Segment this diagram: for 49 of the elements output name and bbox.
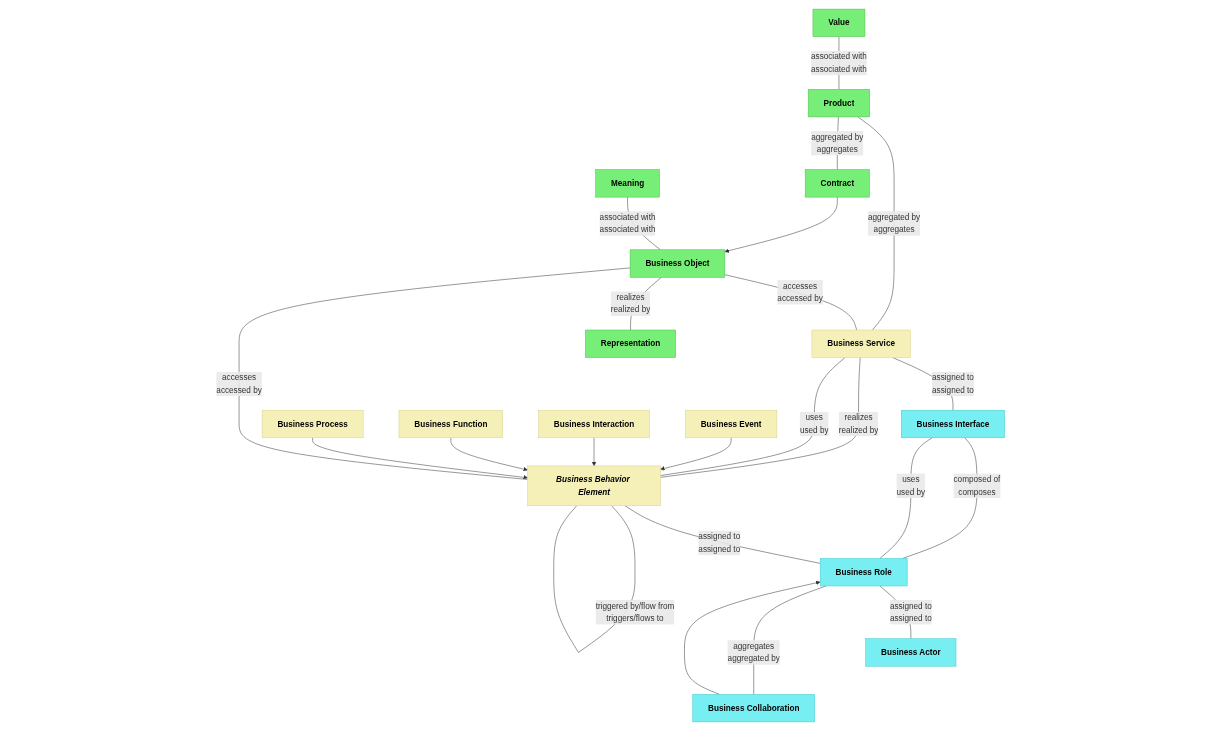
- edge-label: associated with: [599, 212, 656, 222]
- edge-label: assigned to: [889, 613, 932, 623]
- edge-label: realized by: [838, 425, 879, 435]
- edge-label: accesses: [783, 281, 818, 291]
- edge-label: used by: [896, 487, 926, 497]
- edge-label: associated with: [810, 52, 867, 61]
- edge-label: triggers/flows to: [606, 613, 664, 623]
- node-box: Product: [807, 89, 870, 118]
- edge-label: composed of: [953, 475, 1001, 484]
- node-box: Contract: [804, 169, 870, 198]
- edge-label: realizes: [844, 413, 873, 422]
- edge-label: aggregated by: [811, 132, 864, 142]
- edge-label: associated with: [810, 64, 867, 74]
- node-box: Business Function: [398, 409, 503, 439]
- node-box: Business Event: [685, 409, 778, 439]
- edge-label: aggregates: [733, 641, 775, 651]
- node-box: Representation: [585, 329, 676, 358]
- node-box: Business Process: [261, 409, 364, 439]
- edge-label: aggregated by: [867, 212, 921, 222]
- edge-label: used by: [799, 425, 829, 435]
- node-box: Business Object: [629, 249, 726, 278]
- edge-label: accessed by: [216, 385, 262, 395]
- node-box: Business Service: [811, 329, 911, 358]
- edge-label: accesses: [222, 373, 257, 382]
- edge-label: assigned to: [889, 601, 932, 611]
- node-box: Business Role: [819, 558, 908, 587]
- edge-label: assigned to: [932, 385, 974, 395]
- node-box: Business Actor: [865, 638, 957, 667]
- node-box: Business Interaction: [538, 409, 650, 439]
- edge-label: uses: [805, 413, 823, 422]
- edge-label: assigned to: [698, 532, 741, 541]
- edge-label: uses: [902, 475, 920, 484]
- node-box: Value: [812, 8, 866, 37]
- node-box: Meaning: [595, 169, 660, 198]
- node-box: Business Collaboration: [692, 694, 815, 723]
- edge-label: realized by: [610, 305, 651, 314]
- connector: [238, 267, 631, 480]
- edge-label: associated with: [599, 224, 656, 234]
- edge-label: aggregates: [816, 144, 858, 154]
- node-box: Business Interface: [901, 409, 1005, 439]
- edge-label: triggered by/flow from: [595, 601, 675, 611]
- node-box: Business Behavior Element: [527, 465, 661, 507]
- edge-label: realizes: [616, 292, 645, 302]
- edge-label: assigned to: [698, 544, 741, 554]
- edge-label: accessed by: [777, 293, 823, 303]
- edge-label: aggregates: [873, 224, 915, 234]
- edge-label: aggregated by: [727, 653, 780, 663]
- edge-label: assigned to: [932, 373, 974, 382]
- edge-label: composes: [958, 487, 996, 497]
